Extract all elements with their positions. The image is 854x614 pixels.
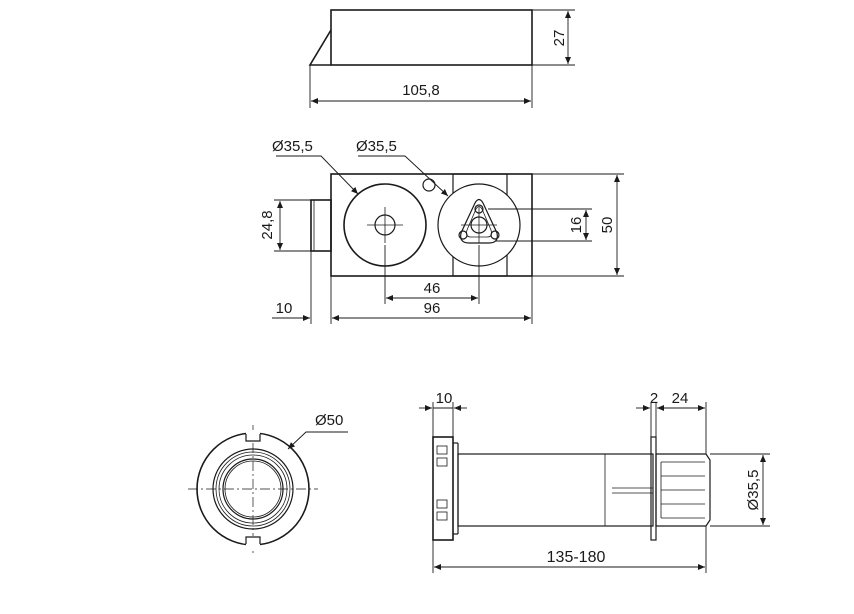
dim-label-96: 96 [424, 300, 441, 317]
dim-label-24-8: 24,8 [259, 210, 276, 239]
dim-label-dia-side: Ø35,5 [745, 470, 762, 511]
dim-label-46: 46 [424, 280, 441, 297]
small-hole [422, 178, 436, 192]
dim-label-10-plan: 10 [276, 300, 293, 317]
dim-label-dia-right: Ø35,5 [356, 138, 397, 155]
dim-label-50: 50 [599, 217, 616, 234]
dim-label-24: 24 [672, 390, 689, 407]
dim-label-105-8: 105,8 [402, 82, 440, 99]
leader-dia-right [358, 155, 449, 197]
dim-label-dia-50: Ø50 [315, 412, 343, 429]
leader-dia-50 [287, 431, 348, 450]
side-flange [432, 436, 454, 541]
plan-tab [310, 199, 332, 252]
leader-dia-left [276, 155, 359, 195]
dim-label-16: 16 [568, 217, 585, 234]
dim-label-10-side: 10 [436, 390, 453, 407]
top-view: 27 105,8 [308, 9, 575, 108]
top-body [330, 9, 533, 66]
dim-label-2: 2 [650, 390, 658, 407]
end-view: Ø50 [188, 412, 348, 553]
plan-view: 24,8 16 50 46 10 96 Ø35,5 Ø35,5 [259, 138, 624, 324]
side-view: 10 2 24 Ø35,5 135-180 [419, 390, 770, 573]
dim-label-dia-left: Ø35,5 [272, 138, 313, 155]
dim-label-27: 27 [551, 30, 568, 47]
side-tube [457, 453, 654, 527]
dim-label-135-180: 135-180 [547, 549, 606, 566]
top-chamfer [308, 29, 332, 66]
